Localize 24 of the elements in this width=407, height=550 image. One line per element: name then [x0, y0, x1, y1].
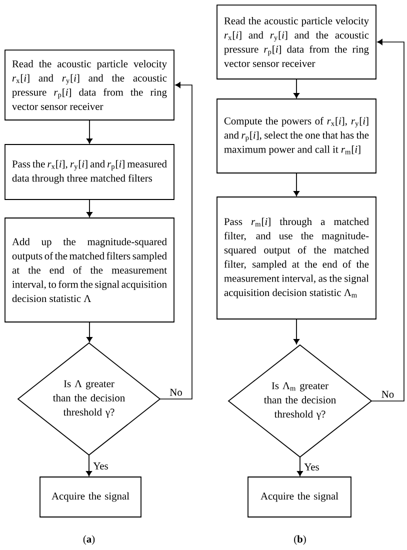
edge-label: Yes — [304, 464, 319, 470]
feedback-arrow — [160, 82, 192, 400]
feedback-arrow — [371, 39, 404, 402]
arrow — [86, 454, 92, 476]
panel-label: (b) — [294, 535, 306, 545]
arrow — [86, 200, 92, 218]
arrow — [86, 120, 92, 144]
arrow — [294, 173, 300, 196]
edge-label: No — [170, 388, 182, 396]
arrow — [86, 322, 92, 342]
process-box: Add up the magnitude-squared outputs of the matched filters sampled at the end of the measurement interval, to form the signal acquisition decision statistic Λ — [4, 218, 174, 322]
process-box: Acquire the signal — [40, 476, 142, 518]
arrow — [297, 456, 303, 476]
process-box: Read the acoustic particle velocity r$_{x}$[i] and r$_{y}$[i] and the acoustic pressure r$_{p}$[i] data from the ring vector sensor receiver — [216, 4, 376, 80]
process-box: Compute the powers of r$_{x}$[i], r$_{y}$[i] and r$_{p}$[i], select the one that has the maximum power and call it r$_{m}$[i] — [216, 98, 376, 174]
arrow — [294, 79, 300, 98]
process-box: Read the acoustic particle velocity r$_{x}$[i] and r$_{y}$[i] and the acoustic pressure r$_{p}$[i] data from the ring vector sensor receiver — [4, 50, 174, 120]
edge-label: No — [382, 390, 394, 398]
process-box: Acquire the signal — [248, 476, 352, 518]
panel-label: (a) — [83, 535, 95, 545]
process-box: Pass the r$_{x}$[i], r$_{y}$[i] and r$_{p}$[i] measured data through three matched filters — [4, 144, 174, 200]
edge-label: Yes — [93, 462, 108, 470]
process-box: Pass r$_{m}$[i] through a matched filter, and use the magnitude-squared output of the matched filter, sampled at the end of the measurement interval, as the signal acquisition decision statistic Λ$_{m}$ — [216, 196, 376, 320]
arrow — [294, 319, 300, 344]
